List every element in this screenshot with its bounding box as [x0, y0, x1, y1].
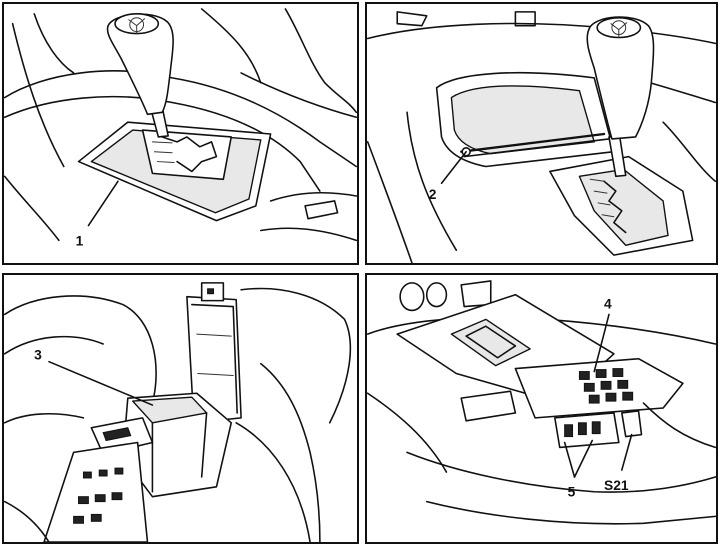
callout-5-label: 5	[568, 485, 576, 500]
armrest-illustration: 3	[4, 282, 352, 542]
panel-3-armrest: 3	[2, 273, 359, 544]
callout-3-label: 3	[34, 348, 42, 363]
connectors	[554, 412, 620, 449]
callout-5-leader-a	[563, 441, 576, 478]
switch-panel-illustration: 4 5 S21	[367, 280, 716, 525]
callout-s21-label: S21	[604, 478, 629, 493]
callout-2-leader	[440, 150, 467, 185]
callout-1-label: 1	[76, 233, 84, 248]
callout-5-leader-b	[573, 439, 594, 478]
panel-2-console: 2	[365, 2, 718, 265]
console-illustration: 2	[367, 11, 716, 263]
selector-knob-2	[586, 16, 655, 140]
callout-2-label: 2	[429, 187, 437, 202]
callout-4-leader	[593, 313, 610, 373]
selector-trim-illustration: 1	[4, 8, 357, 248]
callout-3-leader	[48, 360, 154, 406]
panel-1-selector-trim: 1	[2, 2, 359, 265]
callout-1-leader	[87, 180, 119, 227]
callout-s21-leader	[621, 433, 633, 471]
callout-4-label: 4	[604, 296, 612, 311]
panel-4-switch-panel: 4 5 S21	[365, 273, 718, 544]
selector-knob	[106, 13, 174, 116]
switch-block	[514, 357, 684, 419]
